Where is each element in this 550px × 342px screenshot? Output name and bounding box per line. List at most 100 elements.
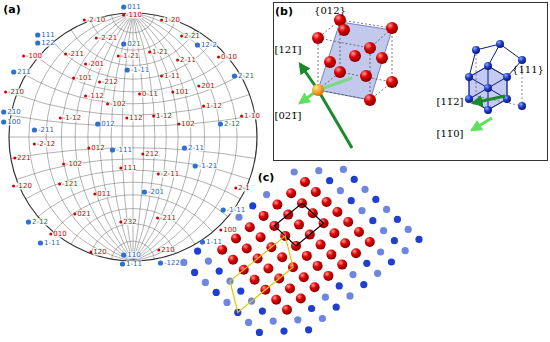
wulff-net — [9, 13, 257, 261]
pole-dot — [4, 91, 7, 94]
pole-dot — [87, 147, 90, 150]
red-atom — [272, 200, 282, 210]
blue-atom — [351, 176, 358, 183]
red-atom — [271, 295, 281, 305]
pole-index: 210 — [161, 247, 174, 254]
pole-dot — [1, 109, 6, 114]
red-atom — [256, 232, 266, 242]
blue-atom — [348, 197, 355, 204]
pole-index: 100 — [223, 227, 236, 234]
blue-atom — [235, 214, 242, 221]
pole-dot — [98, 81, 101, 84]
pole-index: 201 — [201, 83, 214, 90]
red-atom — [337, 260, 347, 270]
pole-index: 111 — [123, 165, 136, 172]
parallel — [16, 95, 249, 116]
pole-index: -2-12 — [37, 141, 55, 148]
pole-index: -102 — [110, 101, 126, 108]
pole-index: 2-12 — [32, 219, 48, 226]
red-atom — [242, 244, 252, 254]
lattice-overlay — [180, 166, 422, 336]
red-atom — [245, 222, 255, 232]
pole-index: 212 — [145, 151, 158, 158]
red-atom — [343, 217, 353, 227]
pole-dot — [219, 229, 222, 232]
pole-index: -1-11 — [131, 67, 149, 74]
pole-dot — [38, 240, 43, 245]
pole-dot — [122, 14, 125, 17]
pole-dot — [157, 173, 160, 176]
pole-dot — [218, 121, 223, 126]
panel-label: (c) — [258, 172, 275, 183]
pole-index: 1-21 — [152, 49, 168, 56]
pole-index: 011 — [97, 191, 110, 198]
pole-index: 012 — [91, 145, 104, 152]
red-atom — [354, 227, 364, 237]
pole-index: -100 — [26, 53, 42, 60]
pole-dots — [1, 4, 243, 266]
pole-dot — [234, 187, 237, 190]
pole-dot — [58, 183, 61, 186]
red-atom — [329, 228, 339, 238]
direction-label: [121̅] — [275, 45, 302, 55]
panel-label: (b) — [275, 6, 293, 17]
red-atom — [365, 237, 375, 247]
red-atom — [316, 240, 326, 250]
red-atom — [263, 264, 273, 274]
pole-index: 1-11 — [164, 73, 180, 80]
direction-label: [11̅2] — [437, 97, 464, 107]
direction-label: [021̅] — [275, 111, 302, 121]
parallel — [11, 148, 255, 159]
pole-index: -120 — [16, 183, 32, 190]
pole-index: 110 — [127, 252, 140, 259]
pole-index: 1-11 — [44, 240, 60, 247]
blue-atom — [377, 248, 384, 255]
cell-outline — [274, 203, 323, 246]
blue-atom — [216, 268, 223, 275]
blue-atom — [319, 315, 326, 322]
pole-index: -2-11 — [161, 171, 179, 178]
pole-index: 232 — [123, 219, 136, 226]
pole-dot — [195, 42, 200, 47]
red-atom — [277, 252, 287, 262]
direction-label: {111} — [512, 65, 544, 75]
pole-index: -2-10 — [87, 17, 105, 24]
pole-dot — [12, 185, 15, 188]
pole-dot — [138, 93, 141, 96]
blue-atom — [315, 167, 322, 174]
red-atom — [313, 261, 323, 271]
pole-index: -2-21 — [99, 35, 117, 42]
parallel — [91, 20, 176, 50]
blue-atom — [360, 281, 367, 288]
pole-index: -211 — [68, 51, 84, 58]
pole-index: 2-21 — [238, 73, 254, 80]
pole-index: 1-11 — [206, 239, 222, 246]
pole-dot — [84, 63, 87, 66]
blue-atom — [340, 166, 347, 173]
pole-dot — [200, 239, 205, 244]
blue-atom — [349, 271, 356, 278]
blue-atom — [322, 294, 329, 301]
pole-dot — [156, 217, 159, 220]
pole-index: 2-21 — [184, 33, 200, 40]
red-atom — [250, 275, 260, 285]
pole-dot — [35, 32, 40, 37]
pole-dot — [84, 95, 87, 98]
blue-atom — [388, 258, 395, 265]
red-atom — [310, 282, 320, 292]
pole-index: -211 — [38, 127, 54, 134]
parallel — [16, 159, 249, 180]
pole-dot — [117, 55, 120, 58]
pole-dot — [121, 41, 126, 46]
blue-atom — [336, 282, 343, 289]
pole-dot — [120, 261, 125, 266]
direction-label: {012} — [314, 6, 346, 16]
parallel — [71, 209, 195, 245]
pole-index: 021 — [127, 41, 140, 48]
pole-index: 1-20 — [164, 17, 180, 24]
pole-dot — [202, 105, 205, 108]
blue-atom — [237, 288, 244, 295]
red-atom — [302, 251, 312, 261]
pole-index: 2-12 — [224, 121, 240, 128]
pole-index: -111 — [116, 147, 132, 154]
